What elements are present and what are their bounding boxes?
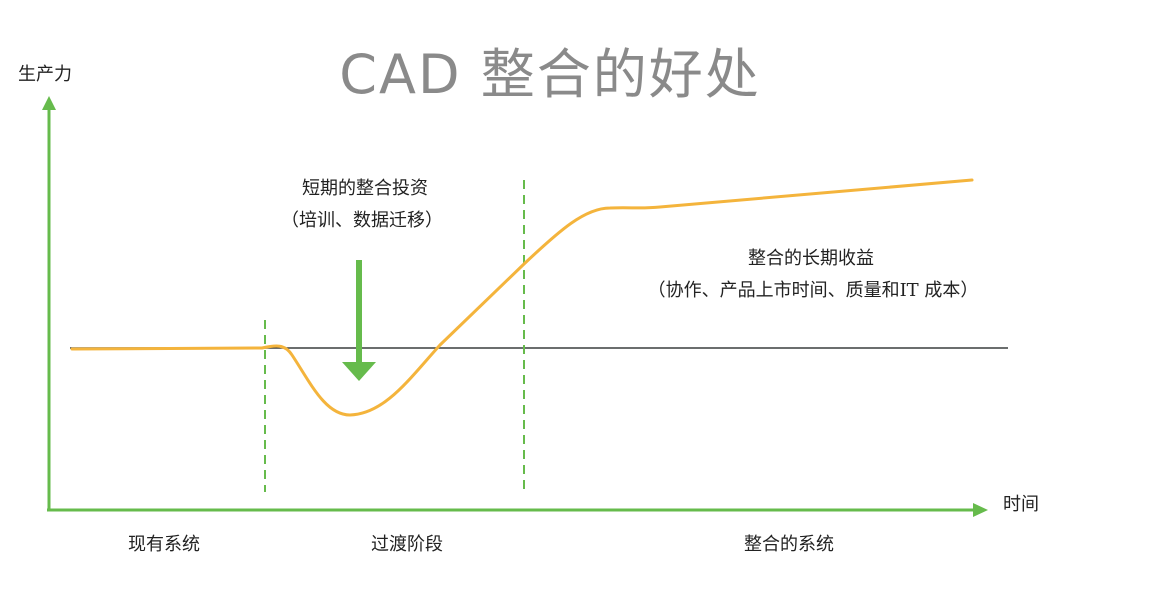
x-axis-label: 时间 <box>1003 494 1039 515</box>
short-term-detail: （培训、数据迁移） <box>281 210 443 231</box>
y-axis-label: 生产力 <box>18 64 72 85</box>
phase-label-integrated: 整合的系统 <box>744 534 834 555</box>
investment-arrow-head <box>342 362 376 381</box>
diagram-title: CAD 整合的好处 <box>339 43 761 106</box>
long-term-detail: （协作、产品上市时间、质量和IT 成本） <box>647 280 979 301</box>
phase-label-transition: 过渡阶段 <box>371 534 443 555</box>
phase-label-existing: 现有系统 <box>128 534 200 555</box>
x-axis-arrowhead <box>973 503 988 517</box>
long-term-title: 整合的长期收益 <box>748 248 874 269</box>
y-axis-arrowhead <box>42 96 56 110</box>
productivity-curve <box>70 178 974 417</box>
short-term-title: 短期的整合投资 <box>302 178 428 199</box>
